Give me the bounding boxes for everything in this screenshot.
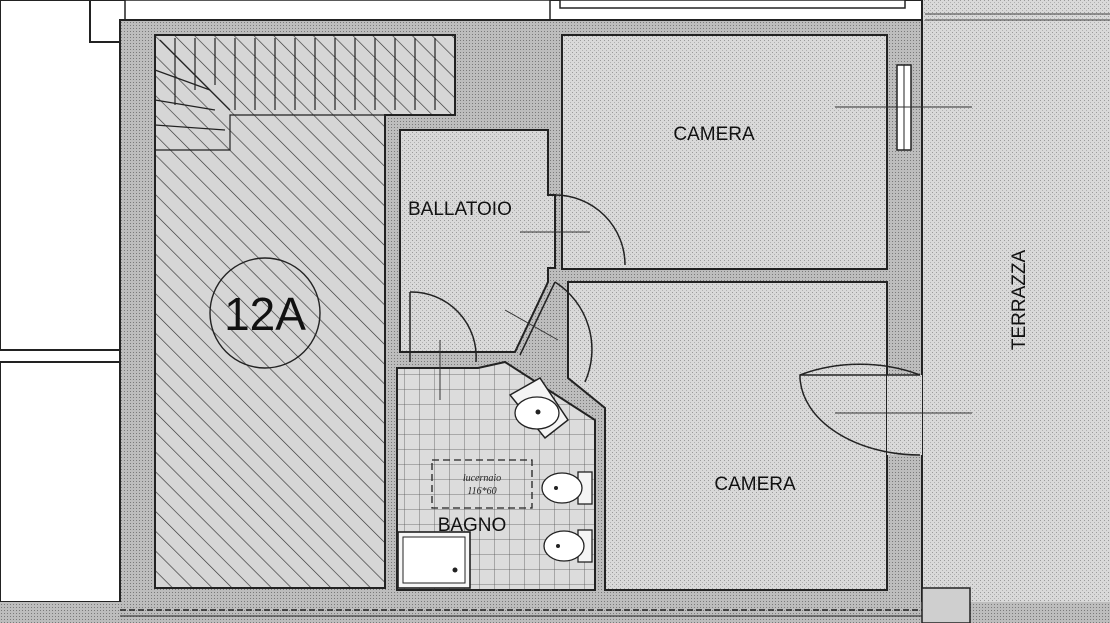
door-swing-camera-top [554, 194, 626, 266]
door-swing-bagno [409, 291, 477, 363]
skylight-outline [431, 459, 533, 509]
room-label-ballatoio: BALLATOIO [408, 199, 512, 220]
door-axis-camera-bottom [504, 309, 559, 341]
skylight-size: 116*60 [467, 486, 496, 497]
bidet [541, 471, 593, 505]
bottom-band [0, 602, 1110, 623]
room-camera-top [561, 34, 888, 270]
shower-tray [397, 531, 471, 589]
skylight-label: lucernaio [463, 473, 501, 484]
unit-number-circle [209, 257, 321, 369]
door-swing-terrace [799, 363, 921, 456]
door-swing-camera-bottom [519, 281, 593, 383]
bottom-right-block [921, 587, 971, 623]
top-window-right [559, 0, 906, 9]
top-window-left [124, 0, 551, 21]
terrace-area [922, 0, 1110, 623]
room-label-bagno: BAGNO [438, 515, 507, 536]
room-camera-bottom [567, 281, 888, 591]
washbasin [508, 377, 570, 440]
room-label-terrazza: TERRAZZA [1009, 250, 1030, 351]
left-neighbour-bottom [0, 361, 121, 603]
toilet [543, 529, 593, 563]
room-label-camera-bottom: CAMERA [714, 474, 796, 495]
staircase [154, 38, 455, 151]
unit-number: 12A [224, 288, 306, 340]
left-neighbour-top [0, 0, 121, 351]
room-ballatoio [399, 129, 556, 353]
room-label-camera-top: CAMERA [673, 124, 755, 145]
door-opening-terrace [887, 375, 922, 455]
